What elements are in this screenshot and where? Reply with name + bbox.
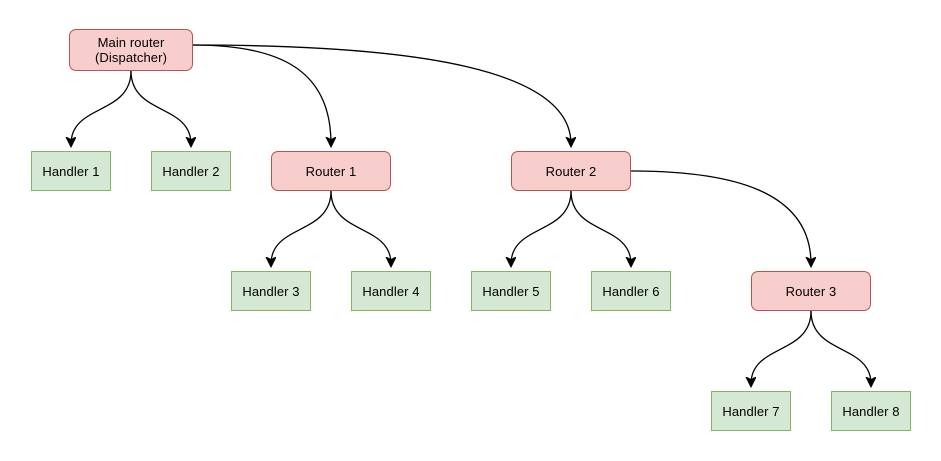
node-label-handler-2: Handler 2 [162,163,220,179]
node-label-handler-4: Handler 4 [362,283,420,299]
node-router-1[interactable]: Router 1 [271,151,391,191]
edge-router-2-to-handler-5 [511,190,572,264]
edge-router-3-to-handler-7 [751,310,812,384]
node-main-router[interactable]: Main router (Dispatcher) [69,29,193,71]
edge-main-router-to-handler-1 [71,70,132,144]
node-handler-1[interactable]: Handler 1 [31,151,111,191]
node-handler-3[interactable]: Handler 3 [231,271,311,311]
node-label-handler-8: Handler 8 [842,403,900,419]
node-handler-2[interactable]: Handler 2 [151,151,231,191]
edge-main-router-to-router-1 [192,44,331,144]
node-handler-4[interactable]: Handler 4 [351,271,431,311]
edge-router-3-to-handler-8 [810,310,871,384]
node-handler-7[interactable]: Handler 7 [711,391,791,431]
edge-main-router-to-router-2 [192,44,571,144]
node-label-handler-1: Handler 1 [42,163,100,179]
edge-router-2-to-handler-6 [570,190,631,264]
edges-group [71,44,871,384]
node-label-router-2: Router 2 [545,163,597,179]
node-label-handler-5: Handler 5 [482,283,540,299]
node-label-main-router: Main router (Dispatcher) [95,35,167,65]
node-router-2[interactable]: Router 2 [511,151,631,191]
node-label-router-1: Router 1 [305,163,357,179]
edge-router-2-to-router-3 [630,170,811,264]
edge-router-1-to-handler-4 [330,190,391,264]
node-label-handler-6: Handler 6 [602,283,660,299]
node-label-handler-3: Handler 3 [242,283,300,299]
node-handler-6[interactable]: Handler 6 [591,271,671,311]
node-router-3[interactable]: Router 3 [751,271,871,311]
node-label-router-3: Router 3 [785,283,837,299]
node-handler-8[interactable]: Handler 8 [831,391,911,431]
edge-main-router-to-handler-2 [130,70,191,144]
node-label-handler-7: Handler 7 [722,403,780,419]
edge-router-1-to-handler-3 [271,190,332,264]
node-handler-5[interactable]: Handler 5 [471,271,551,311]
